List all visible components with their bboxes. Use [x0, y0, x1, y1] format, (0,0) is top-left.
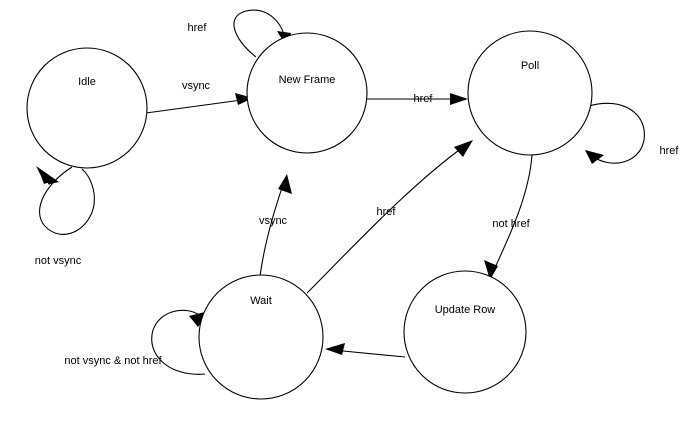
edge-label-poll-updaterow: not href — [492, 218, 530, 230]
edge-label-idle-newframe: vsync — [182, 80, 211, 92]
transition-idle-self: not vsync — [35, 166, 95, 267]
state-circle-update-row[interactable] — [403, 270, 527, 394]
edge-path-wait-poll — [306, 144, 467, 294]
arrow-head-updaterow-wait — [325, 343, 345, 355]
state-label-poll: Poll — [521, 60, 539, 72]
edge-label-wait-self: not vsync & not href — [64, 355, 162, 367]
state-label-idle: Idle — [78, 76, 96, 88]
state-circle-poll[interactable] — [467, 30, 593, 156]
edge-label-wait-newframe: vsync — [259, 215, 288, 227]
transition-poll-self: href — [585, 102, 680, 164]
edge-path-newframe-self — [233, 9, 286, 58]
state-node-poll[interactable]: Poll — [467, 30, 593, 156]
transition-newframe-poll: href — [367, 93, 468, 105]
edge-label-newframe-poll: href — [414, 93, 434, 105]
state-label-update-row: Update Row — [435, 304, 496, 316]
arrow-head-wait-newframe — [278, 174, 292, 194]
edge-path-poll-updaterow — [492, 154, 533, 273]
state-node-idle[interactable]: Idle — [26, 47, 148, 169]
edge-label-wait-poll: href — [377, 206, 397, 218]
arrow-head-poll-updaterow — [484, 260, 498, 280]
state-circle-idle[interactable] — [26, 47, 148, 169]
edge-label-idle-self: not vsync — [35, 255, 82, 267]
edge-path-poll-self — [588, 102, 645, 164]
arrow-head-idle-self-fill — [36, 166, 56, 184]
arrow-head-idle-newframe — [235, 93, 253, 105]
state-label-wait: Wait — [250, 295, 272, 307]
edge-path-wait-newframe — [259, 181, 285, 277]
state-node-wait[interactable]: Wait — [198, 274, 324, 400]
arrow-head-newframe-poll — [450, 93, 468, 105]
arrow-head-wait-poll — [454, 140, 473, 157]
state-circle-wait[interactable] — [198, 274, 324, 400]
edge-path-updaterow-wait — [332, 349, 406, 358]
state-node-new-frame[interactable]: New Frame — [246, 32, 368, 154]
transition-idle-newframe: vsync — [145, 80, 253, 114]
transition-wait-poll: href — [306, 140, 473, 294]
state-node-update-row[interactable]: Update Row — [403, 270, 527, 394]
edge-path-idle-self — [39, 166, 95, 235]
transition-wait-newframe: vsync — [259, 174, 292, 277]
transition-updaterow-wait — [325, 343, 406, 358]
edge-path-wait-self — [151, 309, 206, 375]
edge-path-idle-newframe — [145, 98, 250, 114]
arrow-head-poll-self — [585, 150, 604, 164]
edge-label-newframe-self: href — [188, 22, 208, 34]
state-circle-new-frame[interactable] — [246, 32, 368, 154]
transition-poll-updaterow: not href — [484, 154, 533, 280]
transition-wait-self: not vsync & not href — [64, 309, 209, 375]
edge-label-poll-self: href — [660, 145, 680, 157]
state-label-new-frame: New Frame — [279, 74, 336, 86]
